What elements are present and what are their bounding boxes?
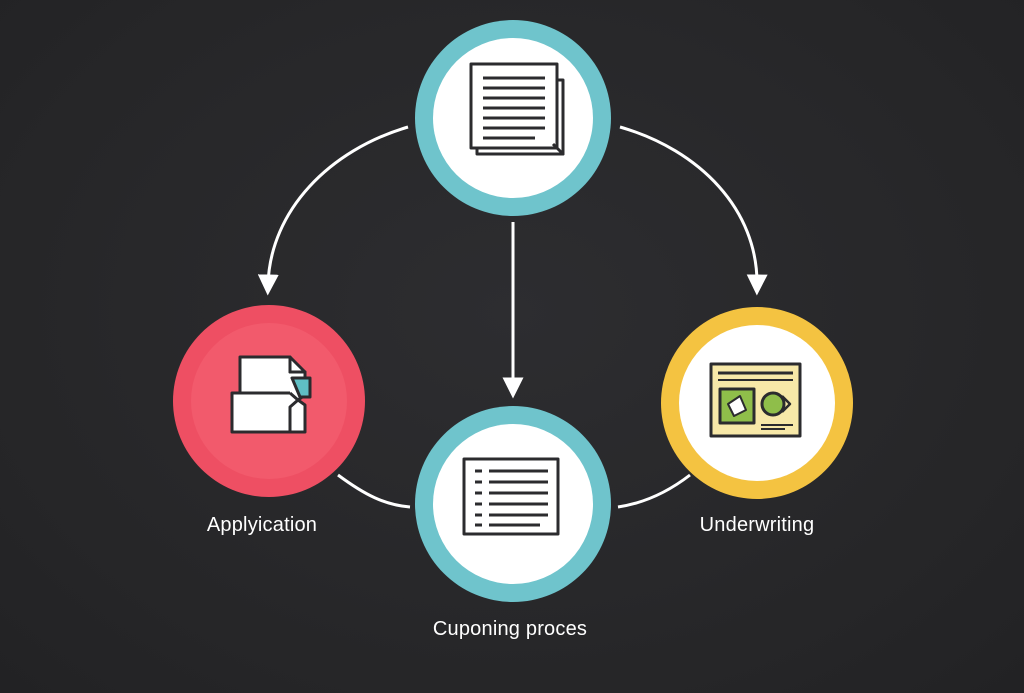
list-document-icon — [462, 457, 560, 536]
node-center — [415, 406, 611, 602]
folded-file-icon — [230, 355, 312, 434]
arrow-top-to-left — [257, 125, 409, 296]
certificate-icon — [709, 362, 802, 438]
node-right — [661, 307, 853, 499]
underwriting-label: Underwriting — [699, 514, 815, 536]
connector-left-to-center — [337, 473, 411, 509]
arrow-top-to-right — [619, 125, 768, 296]
node-top — [415, 20, 611, 216]
connector-center-to-right — [617, 473, 691, 509]
cuponing-process-label: Cuponing proces — [432, 618, 588, 640]
application-label: Applyication — [206, 514, 318, 536]
document-stack-icon — [469, 62, 565, 156]
node-left — [173, 305, 365, 497]
